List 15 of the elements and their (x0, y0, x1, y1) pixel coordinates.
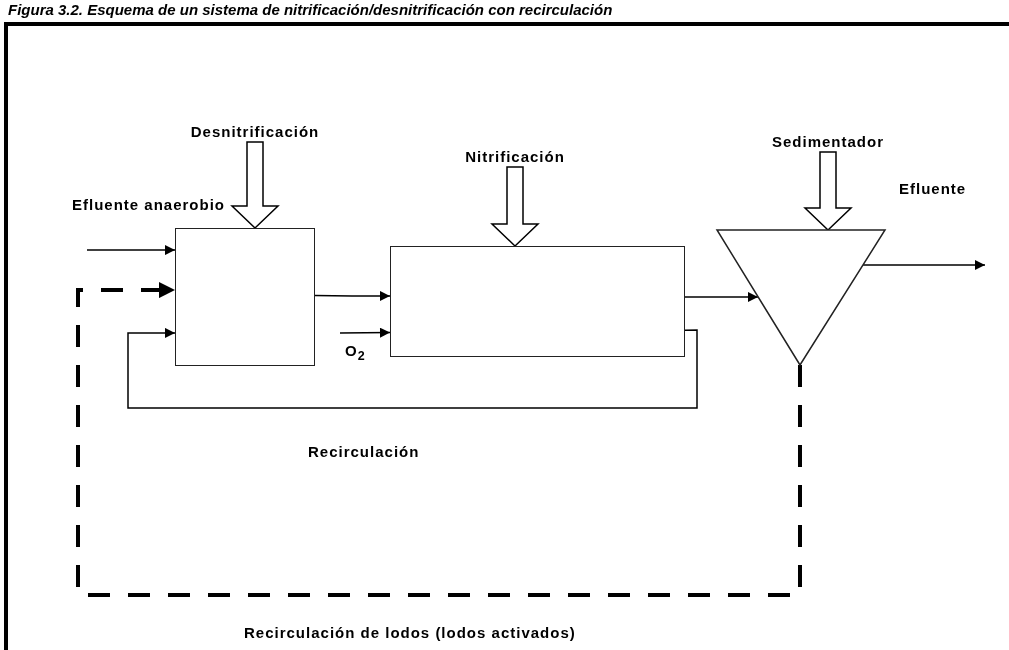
hollow-block-arrow (490, 166, 540, 248)
dashed-arrow (76, 282, 802, 597)
arrow (684, 291, 759, 302)
arrow (86, 245, 176, 256)
hollow-block-arrow (230, 141, 280, 230)
arrow (339, 327, 391, 338)
stage-label: Sedimentador (748, 130, 908, 152)
reactor-box (175, 228, 315, 366)
stage-label: Desnitrificación (165, 120, 345, 142)
hollow-block-arrow (803, 151, 853, 232)
reactor-box (390, 246, 685, 357)
figure-title: Figura 3.2. Esquema de un sistema de nitrificación/desnitrificación con recirculación (8, 1, 613, 18)
stage-label: Nitrificación (435, 145, 595, 167)
arrow (314, 290, 391, 301)
arrow (127, 327, 698, 409)
